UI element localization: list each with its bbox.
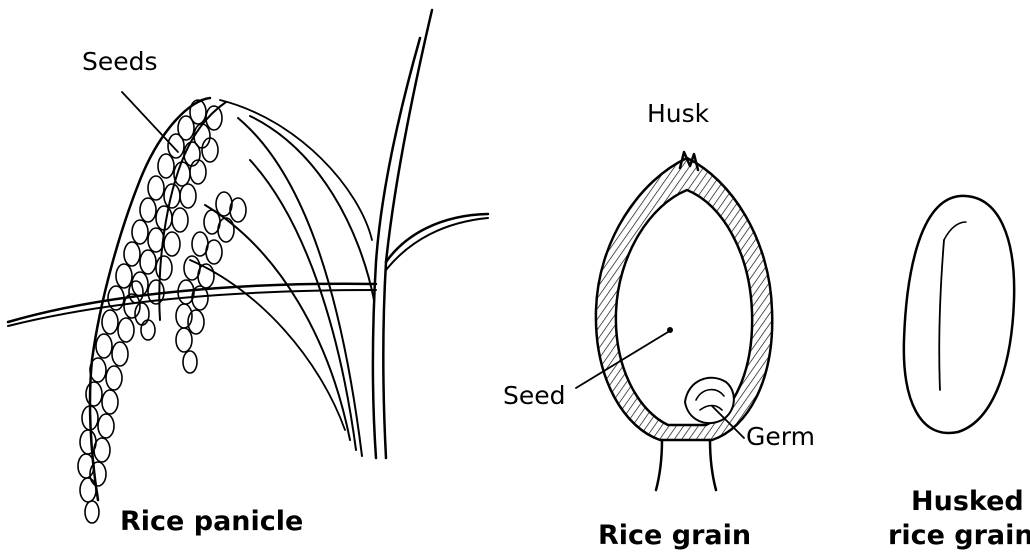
husked-caption-line2: rice grain (888, 520, 1030, 551)
husk-label: Husk (647, 99, 710, 128)
rice-panicle-drawing (8, 10, 488, 523)
rice-panicle-caption: Rice panicle (120, 506, 303, 537)
husked-rice-grain-drawing (904, 196, 1014, 433)
germ-label: Germ (746, 422, 815, 451)
rice-grain-drawing (576, 152, 772, 490)
husked-caption-line1: Husked (911, 486, 1024, 517)
seed-cluster (78, 100, 246, 523)
rice-grain-caption: Rice grain (598, 520, 751, 551)
seeds-label: Seeds (82, 47, 158, 76)
seed-label: Seed (503, 381, 566, 410)
seeds-pointer (122, 92, 178, 152)
